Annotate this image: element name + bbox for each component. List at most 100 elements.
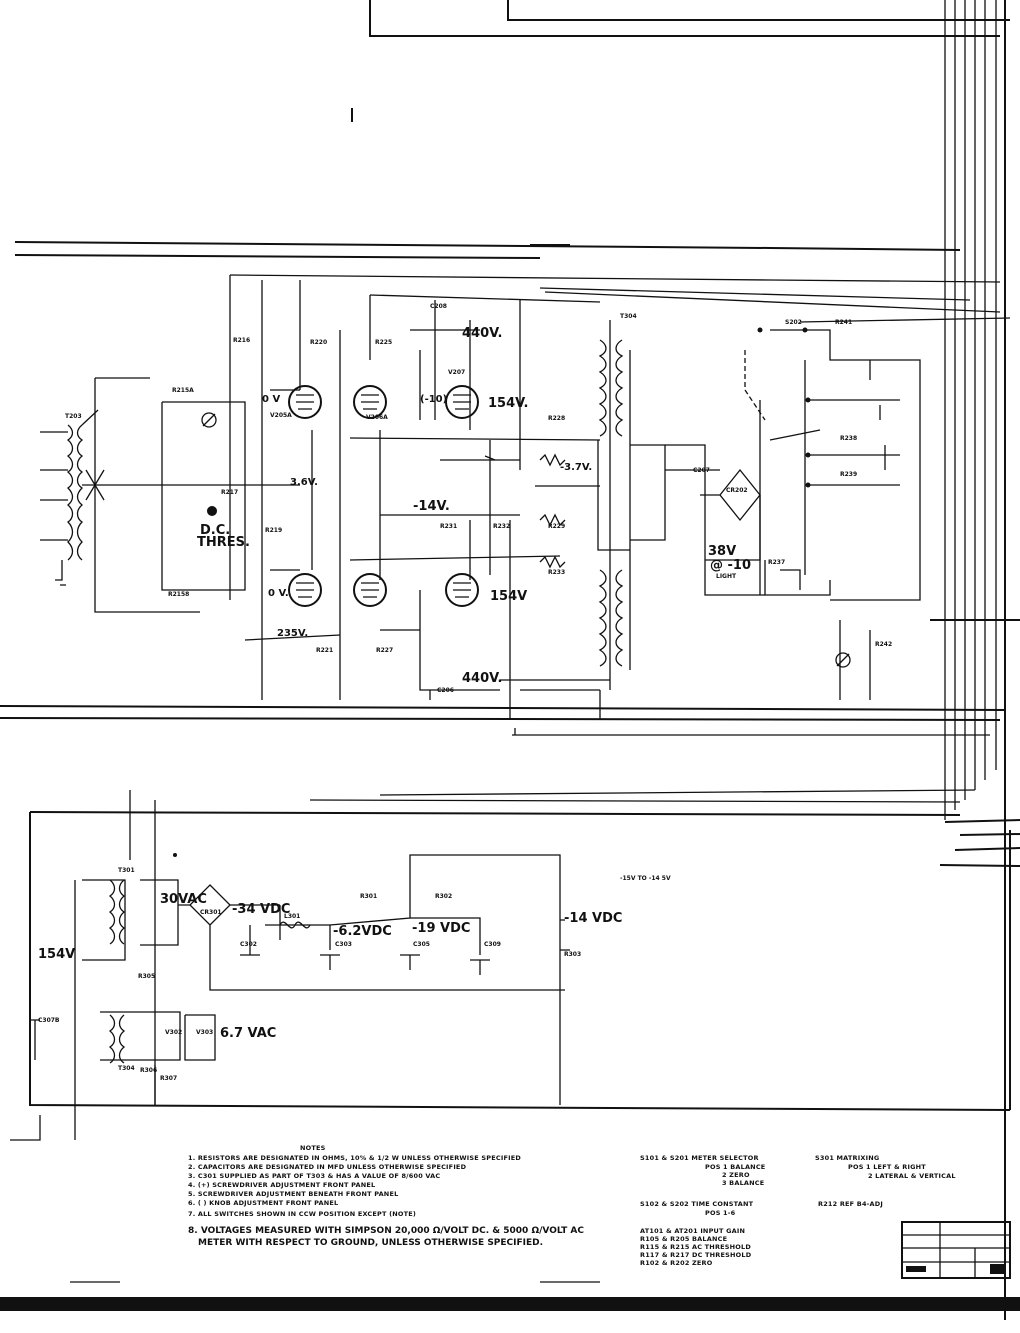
r232-label: R232 [493, 523, 510, 530]
reference-label: R212 REF B4-ADJ [818, 1200, 883, 1208]
t304-lower-label: T304 [118, 1065, 135, 1072]
v-440-bottom: 440V. [462, 671, 502, 686]
r233-label: R233 [548, 569, 565, 576]
matrixing-pos-1: POS 1 LEFT & RIGHT [848, 1163, 926, 1171]
r305-label: R305 [138, 973, 155, 980]
v-235: 235V. [277, 628, 308, 639]
note-7: 7. ALL SWITCHES SHOWN IN CCW POSITION EX… [188, 1210, 416, 1218]
v-neg-14: -14V. [413, 499, 450, 514]
v-neg-6-2-vdc: -6.2VDC [333, 924, 392, 939]
c206-label: C206 [437, 687, 454, 694]
adjust-4: R117 & R217 DC THRESHOLD [640, 1251, 752, 1259]
bottom-border [0, 1297, 1020, 1311]
c303-label: C303 [335, 941, 352, 948]
c302-label: C302 [240, 941, 257, 948]
note-3: 3. C301 SUPPLIED AS PART OF T303 & HAS A… [188, 1172, 440, 1180]
r237-label: R237 [768, 559, 785, 566]
adjust-5: R102 & R202 ZERO [640, 1259, 713, 1267]
rect-38v-label: 38V [708, 544, 736, 559]
cr202-label: CR202 [726, 487, 748, 494]
r2158-label: R2158 [168, 591, 189, 598]
r307-label: R307 [160, 1075, 177, 1082]
time-constant-pos: POS 1-6 [705, 1209, 736, 1217]
v207-label: V207 [448, 369, 465, 376]
r239-label: R239 [840, 471, 857, 478]
notes-block: NOTES 1. RESISTORS ARE DESIGNATED IN OHM… [188, 1144, 584, 1248]
tube-amplifier: 440V. 154V. 3.6V. -3.7V. -14V. 154V 440V… [229, 275, 610, 720]
r220-label: R220 [310, 339, 327, 346]
notes-heading: NOTES [300, 1144, 326, 1152]
v303-label: V303 [196, 1029, 213, 1036]
v-30vac: 30VAC [160, 892, 207, 907]
v-154v-left: 154V [38, 947, 75, 962]
r215a-label: R215A [172, 387, 194, 394]
t203-label: T203 [65, 413, 82, 420]
adjust-3: R115 & R215 AC THRESHOLD [640, 1243, 751, 1251]
r241-label: R241 [835, 319, 852, 326]
adjust-2: R105 & R205 BALANCE [640, 1235, 727, 1243]
note-4: 4. (+) SCREWDRIVER ADJUSTMENT FRONT PANE… [188, 1181, 375, 1189]
v-3-6: 3.6V. [290, 477, 318, 488]
r231-label: R231 [440, 523, 457, 530]
v-neg-34-vdc: -34 VDC [232, 902, 290, 917]
r229-label: R229 [548, 523, 565, 530]
matrixing-title: S301 MATRIXING [815, 1154, 879, 1162]
s202-label: S202 [785, 319, 802, 326]
v-440-top: 440V. [462, 326, 502, 341]
meter-pos-3: 3 BALANCE [722, 1179, 764, 1187]
v-6-7-vac: 6.7 VAC [220, 1026, 276, 1041]
v-154-bottom: 154V [490, 589, 527, 604]
title-block [901, 1221, 1011, 1279]
r219-label: R219 [265, 527, 282, 534]
note-5: 5. SCREWDRIVER ADJUSTMENT BENEATH FRONT … [188, 1190, 398, 1198]
r221-label: R221 [316, 647, 333, 654]
r216-label: R216 [233, 337, 250, 344]
cr301-label: CR301 [200, 909, 222, 916]
t304-label: T304 [620, 313, 637, 320]
dc-threshold-block: D.C. THRES. R215A R2158 R217 [161, 387, 250, 598]
thres-label: THRES. [197, 535, 250, 550]
r228-label: R228 [548, 415, 565, 422]
matrixing-pos-2: 2 LATERAL & VERTICAL [868, 1172, 956, 1180]
note-6: 6. ( ) KNOB ADJUSTMENT FRONT PANEL [188, 1199, 338, 1207]
r242-label: R242 [875, 641, 892, 648]
power-supply: 30VAC -34 VDC -6.2VDC -19 VDC -14 VDC 15… [10, 790, 1011, 1141]
output-transformer: 38V @ -10 LIGHT T304 C207 CR202 S202 R24… [597, 313, 921, 700]
rect-minus10-label: @ -10 [710, 558, 751, 573]
v-neg-14-vdc: -14 VDC [564, 911, 622, 926]
r225-label: R225 [375, 339, 392, 346]
c309-label: C309 [484, 941, 501, 948]
c305-label: C305 [413, 941, 430, 948]
c208-label: C208 [430, 303, 447, 310]
v-neg-19-vdc: -19 VDC [412, 921, 470, 936]
meter-selector-title: S101 & S201 METER SELECTOR [640, 1154, 759, 1162]
c307b-label: C307B [38, 1017, 60, 1024]
adjust-1: AT101 & AT201 INPUT GAIN [640, 1227, 745, 1235]
note-8: 8. VOLTAGES MEASURED WITH SIMPSON 20,000… [188, 1226, 584, 1236]
l301-label: L301 [284, 913, 300, 920]
note-1: 1. RESISTORS ARE DESIGNATED IN OHMS, 10%… [188, 1154, 521, 1162]
v-regulated-range: -15V TO -14 5V [620, 875, 671, 882]
meter-pos-2: 2 ZERO [722, 1171, 750, 1179]
time-constant-title: S102 & S202 TIME CONSTANT [640, 1200, 754, 1208]
v205a-label: V205A [270, 412, 292, 419]
note-2: 2. CAPACITORS ARE DESIGNATED IN MFD UNLE… [188, 1163, 467, 1171]
r238-label: R238 [840, 435, 857, 442]
dc-label: D.C. [200, 523, 230, 538]
v-154-top: 154V. [488, 396, 528, 411]
r306-label: R306 [140, 1067, 157, 1074]
v-0-top: 0 V [262, 394, 280, 405]
transformer-t203: T203 [40, 377, 300, 613]
meter-pos-1: POS 1 BALANCE [705, 1163, 765, 1171]
switch-tables: S101 & S201 METER SELECTOR POS 1 BALANCE… [640, 1154, 956, 1267]
r227-label: R227 [376, 647, 393, 654]
r301-label: R301 [360, 893, 377, 900]
v302-label: V302 [165, 1029, 182, 1036]
t301-label: T301 [118, 867, 135, 874]
v206a-label: V206A [366, 414, 388, 421]
note-8-cont: METER WITH RESPECT TO GROUND, UNLESS OTH… [198, 1238, 543, 1248]
v-neg-3-7: -3.7V. [560, 462, 592, 473]
